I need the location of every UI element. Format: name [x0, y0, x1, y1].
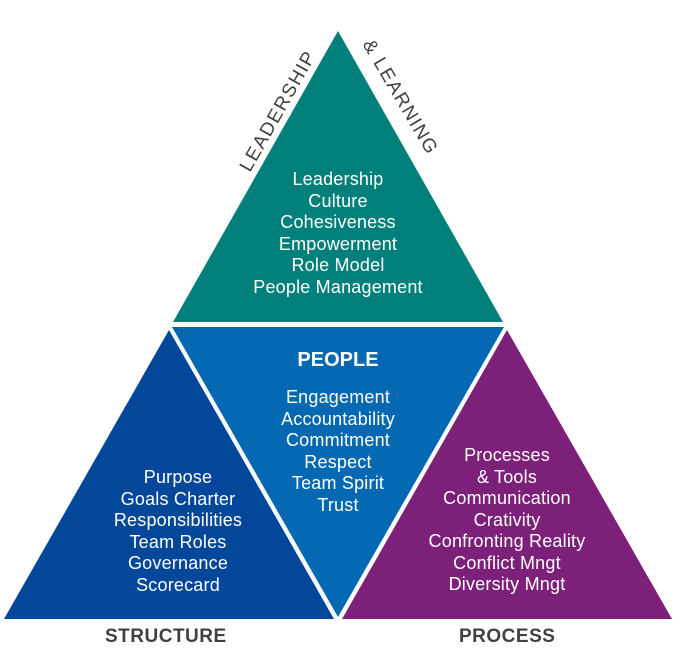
list-item: Processes — [464, 445, 550, 465]
list-item: Culture — [308, 190, 368, 211]
list-item: Governance — [127, 553, 229, 573]
list-item: Cohesiveness — [280, 212, 396, 232]
list-item: Commitment — [285, 430, 390, 450]
list-item: People Management — [253, 276, 423, 297]
leadership-items: Leadership Culture Cohesiveness Empowerm… — [188, 169, 488, 298]
list-item: Confronting Reality — [428, 531, 586, 551]
list-item: Accountability — [281, 408, 395, 429]
list-item: Respect — [304, 451, 372, 472]
process-label: PROCESS — [459, 626, 556, 647]
list-item: Empowerment — [278, 233, 398, 254]
people-items: Engagement Accountability Commitment Res… — [218, 387, 458, 516]
right-triangle-process — [342, 330, 672, 619]
list-item: Trust — [317, 494, 359, 515]
list-item: Goals Charter — [120, 488, 236, 509]
list-item: Team Roles — [129, 531, 227, 552]
structure-items: Purpose Goals Charter Responsibilities T… — [58, 467, 298, 596]
top-triangle-leadership — [173, 31, 503, 322]
left-triangle-structure — [4, 330, 334, 619]
list-item: & Tools — [476, 466, 538, 487]
list-item: Scorecard — [136, 574, 220, 595]
list-item: Team Spirit — [291, 473, 385, 493]
middle-triangle-people — [172, 327, 504, 617]
structure-label: STRUCTURE — [105, 626, 227, 647]
process-items: Processes & Tools Communication Crativit… — [387, 445, 627, 596]
list-item: Role Model — [291, 255, 385, 275]
list-item: Leadership — [292, 169, 384, 189]
list-item: Diversity Mngt — [448, 574, 566, 594]
list-item: Responsibilities — [113, 510, 243, 530]
list-item: Crativity — [473, 509, 541, 530]
list-item: Conflict Mngt — [453, 552, 561, 573]
people-title: PEOPLE — [297, 349, 379, 371]
list-item: Engagement — [285, 387, 391, 407]
list-item: Purpose — [143, 467, 213, 487]
list-item: Communication — [443, 488, 571, 508]
